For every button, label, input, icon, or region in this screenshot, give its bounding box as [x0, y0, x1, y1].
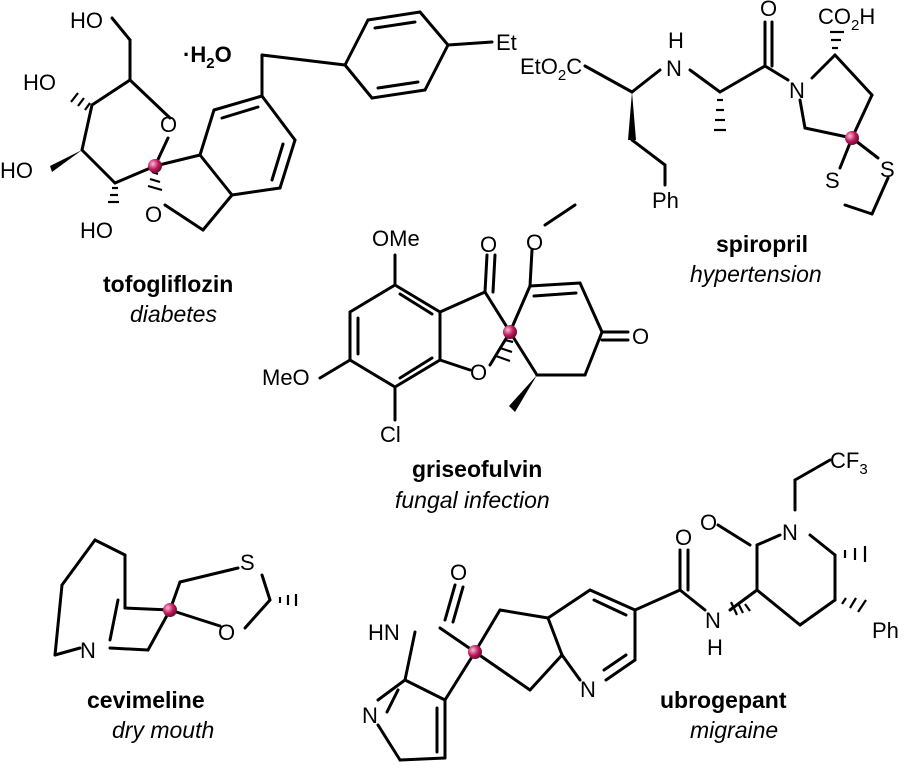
chlorine-label: Cl: [380, 422, 401, 447]
phenyl-label: Ph: [872, 618, 899, 643]
amine-h-label: H: [668, 28, 684, 53]
ho-label: HO: [70, 8, 103, 33]
pyridine-nitrogen-label: N: [580, 677, 596, 702]
ketone-oxygen-label: O: [480, 232, 497, 257]
compound-indication: dry mouth: [112, 717, 214, 743]
compound-name: ubrogepant: [660, 687, 787, 713]
lactam-nh-label: HN: [368, 620, 400, 645]
amide-n-label: N: [705, 608, 721, 633]
ethyl-label: Et: [496, 30, 517, 55]
ho-label: HO: [23, 70, 56, 95]
compound-indication: migraine: [690, 717, 778, 743]
ring-oxygen-label: O: [160, 112, 177, 137]
ubrogepant-structure: HN O N N O N H O N CF3 Ph ubrogepant mig…: [362, 448, 899, 762]
spiro-center-marker: [468, 645, 482, 659]
compound-name: griseofulvin: [412, 456, 542, 482]
spiro-center-marker: [148, 159, 162, 173]
spiro-center-marker: [163, 603, 177, 617]
compound-indication: diabetes: [130, 301, 217, 327]
compound-indication: hypertension: [690, 261, 822, 287]
piperidone-oxygen-label: O: [700, 510, 717, 535]
pyridine-nitrogen-label: N: [362, 703, 378, 728]
compound-name: cevimeline: [87, 687, 205, 713]
nitrogen-label: N: [80, 638, 96, 663]
cevimeline-structure: N S O cevimeline dry mouth: [53, 538, 298, 743]
acid-label: CO2H: [818, 4, 875, 34]
methoxy-label: MeO: [262, 365, 310, 390]
compound-name: spiropril: [716, 231, 808, 257]
piperidone-n-label: N: [782, 520, 798, 545]
pyrrolidine-n-label: N: [789, 78, 805, 103]
trifluoromethyl-label: CF3: [830, 448, 868, 478]
compound-name: tofogliflozin: [103, 271, 233, 297]
ho-label: HO: [80, 218, 113, 243]
furan-oxygen-label: O: [145, 202, 162, 227]
phenyl-label: Ph: [652, 188, 679, 213]
compound-indication: fungal infection: [395, 487, 550, 513]
methoxy-label: OMe: [372, 226, 420, 251]
amide-oxygen-label: O: [675, 525, 692, 550]
griseofulvin-structure: OMe MeO Cl O O O O griseofulvin fungal i…: [262, 203, 649, 513]
spiro-center-marker: [503, 325, 517, 339]
sulfur-label: S: [825, 168, 840, 193]
furanone-oxygen-label: O: [470, 360, 487, 385]
amide-h-label: H: [707, 635, 723, 660]
sulfur-label: S: [240, 550, 255, 575]
lactam-oxygen-label: O: [450, 560, 467, 585]
ester-label: EtO2C: [520, 54, 582, 84]
spirapril-structure: EtO2C H N O N CO2H S S Ph spiropril hype…: [520, 0, 895, 287]
amine-n-label: N: [666, 56, 682, 81]
spiro-center-marker: [845, 131, 859, 145]
hydrate-label: ·H2O: [183, 42, 232, 72]
sulfur-label: S: [880, 157, 895, 182]
ho-label: HO: [0, 158, 33, 183]
enone-oxygen-label: O: [632, 324, 649, 349]
tofogliflozin-structure: HO HO HO HO O O Et ·H2O tofogliflozin di…: [0, 8, 517, 327]
oxygen-label: O: [218, 620, 235, 645]
methoxy-oxygen-label: O: [526, 230, 543, 255]
amide-oxygen-label: O: [760, 0, 777, 21]
